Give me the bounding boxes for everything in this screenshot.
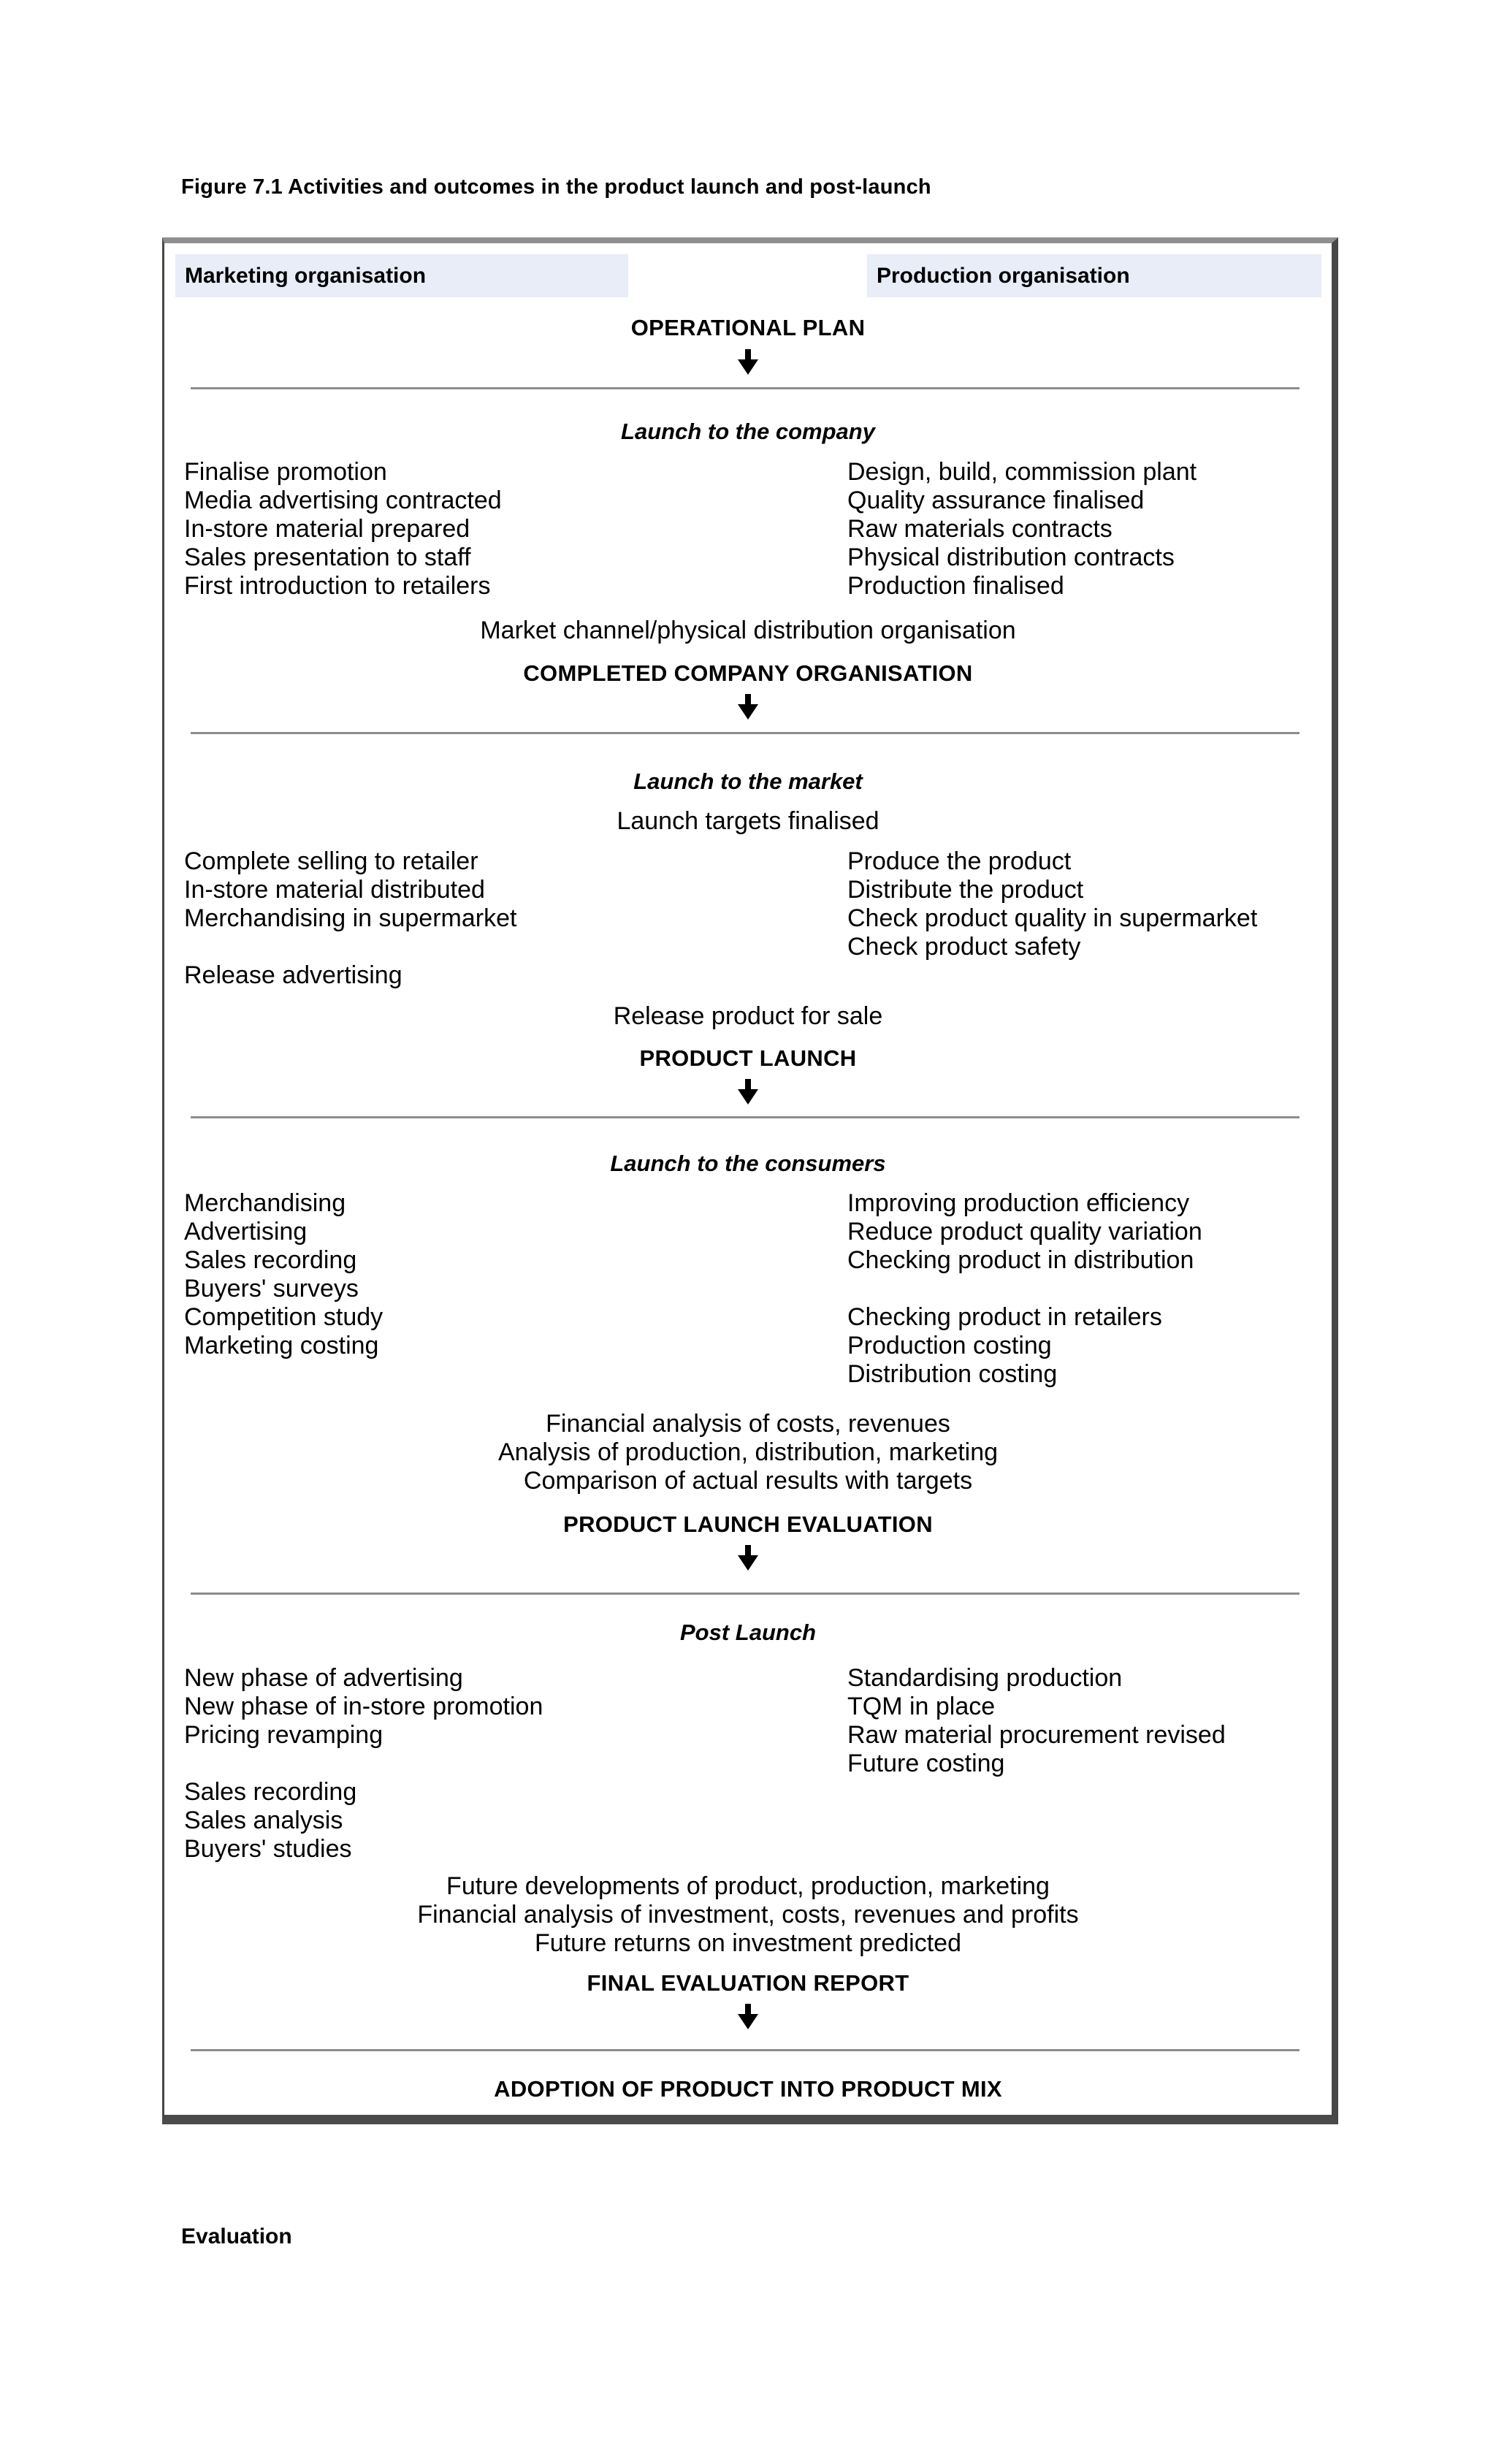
section-divider bbox=[191, 732, 1300, 734]
list-item: Quality assurance finalised bbox=[847, 487, 1145, 514]
shared-activity: Financial analysis of investment, costs,… bbox=[417, 1901, 1079, 1929]
column-header-production: Production organisation bbox=[867, 254, 1321, 297]
shared-activity: Comparison of actual results with target… bbox=[523, 1467, 973, 1495]
list-item: Buyers' studies bbox=[184, 1835, 352, 1863]
column-header-marketing: Marketing organisation bbox=[175, 254, 628, 297]
milestone-final-evaluation-report: FINAL EVALUATION REPORT bbox=[587, 1970, 909, 1996]
shared-activity: Future developments of product, producti… bbox=[446, 1872, 1050, 1900]
list-item: Physical distribution contracts bbox=[847, 543, 1175, 571]
down-arrow-icon bbox=[738, 694, 758, 720]
shared-activity: Market channel/physical distribution org… bbox=[480, 617, 1016, 644]
shared-activity: Future returns on investment predicted bbox=[535, 1929, 961, 1957]
list-item: New phase of advertising bbox=[184, 1664, 463, 1692]
spacer-line bbox=[184, 1750, 847, 1778]
list-item: Merchandising in supermarket bbox=[184, 904, 517, 932]
list-item: In-store material distributed bbox=[184, 876, 485, 904]
section-divider bbox=[191, 1116, 1300, 1118]
list-item: Buyers' surveys bbox=[184, 1275, 359, 1302]
list-item: Distribution costing bbox=[847, 1360, 1058, 1388]
marketing-activities: Complete selling to retailer In-store ma… bbox=[164, 847, 847, 990]
down-arrow-icon bbox=[738, 1545, 758, 1571]
stage-heading-launch-to-company: Launch to the company bbox=[621, 419, 875, 444]
list-item: Complete selling to retailer bbox=[184, 847, 478, 875]
stage-heading-launch-to-consumers: Launch to the consumers bbox=[610, 1151, 886, 1176]
list-item: Sales analysis bbox=[184, 1807, 343, 1834]
shared-activity: Launch targets finalised bbox=[617, 807, 879, 835]
list-item: Raw materials contracts bbox=[847, 515, 1113, 543]
column-header-row: Marketing organisation Production organi… bbox=[164, 254, 1332, 297]
list-item: In-store material prepared bbox=[184, 515, 470, 543]
activity-columns: Finalise promotion Media advertising con… bbox=[164, 458, 1332, 600]
down-arrow-icon bbox=[738, 1079, 758, 1105]
list-item: Raw material procurement revised bbox=[847, 1721, 1226, 1749]
list-item: TQM in place bbox=[847, 1693, 996, 1720]
flow-connector bbox=[164, 1545, 1332, 1571]
shared-activity: Analysis of production, distribution, ma… bbox=[497, 1438, 999, 1466]
list-item: Checking product in distribution bbox=[847, 1246, 1194, 1274]
list-item: Advertising bbox=[184, 1218, 308, 1246]
marketing-activities: Finalise promotion Media advertising con… bbox=[164, 458, 847, 600]
production-activities: Design, build, commission plant Quality … bbox=[847, 458, 1332, 600]
spacer-line bbox=[847, 1275, 1332, 1303]
marketing-activities: Merchandising Advertising Sales recordin… bbox=[164, 1189, 847, 1360]
milestone-operational-plan: OPERATIONAL PLAN bbox=[630, 315, 866, 340]
flow-connector bbox=[164, 1079, 1332, 1105]
list-item: Check product safety bbox=[847, 933, 1081, 961]
list-item: Reduce product quality variation bbox=[847, 1218, 1202, 1246]
list-item: Competition study bbox=[184, 1303, 383, 1331]
list-item: Sales recording bbox=[184, 1778, 357, 1806]
production-activities: Standardising production TQM in place Ra… bbox=[847, 1664, 1332, 1778]
list-item: Check product quality in supermarket bbox=[847, 904, 1258, 932]
list-item: Sales recording bbox=[184, 1246, 357, 1274]
milestone-product-launch-evaluation: PRODUCT LAUNCH EVALUATION bbox=[563, 1511, 933, 1537]
section-divider bbox=[191, 2049, 1300, 2051]
figure-box: Marketing organisation Production organi… bbox=[162, 237, 1338, 2124]
down-arrow-icon bbox=[738, 349, 758, 375]
flow-connector bbox=[164, 2004, 1332, 2030]
list-item: Produce the product bbox=[847, 847, 1072, 875]
figure-caption: Figure 7.1 Activities and outcomes in th… bbox=[181, 175, 931, 199]
list-item: Media advertising contracted bbox=[184, 487, 502, 514]
down-arrow-icon bbox=[738, 2004, 758, 2029]
spacer-line bbox=[184, 933, 847, 961]
flow-connector bbox=[164, 694, 1332, 720]
section-divider bbox=[191, 1593, 1300, 1595]
list-item: Checking product in retailers bbox=[847, 1303, 1162, 1331]
milestone-adoption-into-product-mix: ADOPTION OF PRODUCT INTO PRODUCT MIX bbox=[494, 2076, 1002, 2102]
activity-columns: New phase of advertising New phase of in… bbox=[164, 1664, 1332, 1864]
list-item: Finalise promotion bbox=[184, 458, 387, 486]
stage-heading-launch-to-market: Launch to the market bbox=[633, 768, 863, 794]
list-item: Merchandising bbox=[184, 1189, 346, 1217]
list-item: New phase of in-store promotion bbox=[184, 1693, 543, 1720]
production-activities: Improving production efficiency Reduce p… bbox=[847, 1189, 1332, 1389]
list-item: Design, build, commission plant bbox=[847, 458, 1197, 486]
list-item: Marketing costing bbox=[184, 1332, 379, 1359]
section-heading-evaluation: Evaluation bbox=[181, 2224, 292, 2249]
milestone-completed-company-organisation: COMPLETED COMPANY ORGANISATION bbox=[523, 660, 973, 686]
stage-heading-post-launch: Post Launch bbox=[679, 1620, 816, 1645]
list-item: Production costing bbox=[847, 1332, 1052, 1359]
shared-activity: Financial analysis of costs, revenues bbox=[546, 1410, 950, 1438]
section-divider bbox=[191, 387, 1300, 389]
list-item: Standardising production bbox=[847, 1664, 1123, 1692]
list-item: Distribute the product bbox=[847, 876, 1084, 904]
activity-columns: Merchandising Advertising Sales recordin… bbox=[164, 1189, 1332, 1389]
list-item: Improving production efficiency bbox=[847, 1189, 1190, 1217]
list-item: First introduction to retailers bbox=[184, 572, 491, 600]
activity-columns: Complete selling to retailer In-store ma… bbox=[164, 847, 1332, 990]
list-item: Release advertising bbox=[184, 961, 402, 989]
milestone-product-launch: PRODUCT LAUNCH bbox=[639, 1045, 857, 1071]
flow-connector bbox=[164, 349, 1332, 375]
marketing-activities: New phase of advertising New phase of in… bbox=[164, 1664, 847, 1864]
shared-activity: Release product for sale bbox=[613, 1002, 883, 1030]
production-activities: Produce the product Distribute the produ… bbox=[847, 847, 1332, 961]
list-item: Production finalised bbox=[847, 572, 1064, 600]
list-item: Pricing revamping bbox=[184, 1721, 383, 1749]
list-item: Future costing bbox=[847, 1750, 1005, 1777]
list-item: Sales presentation to staff bbox=[184, 543, 471, 571]
